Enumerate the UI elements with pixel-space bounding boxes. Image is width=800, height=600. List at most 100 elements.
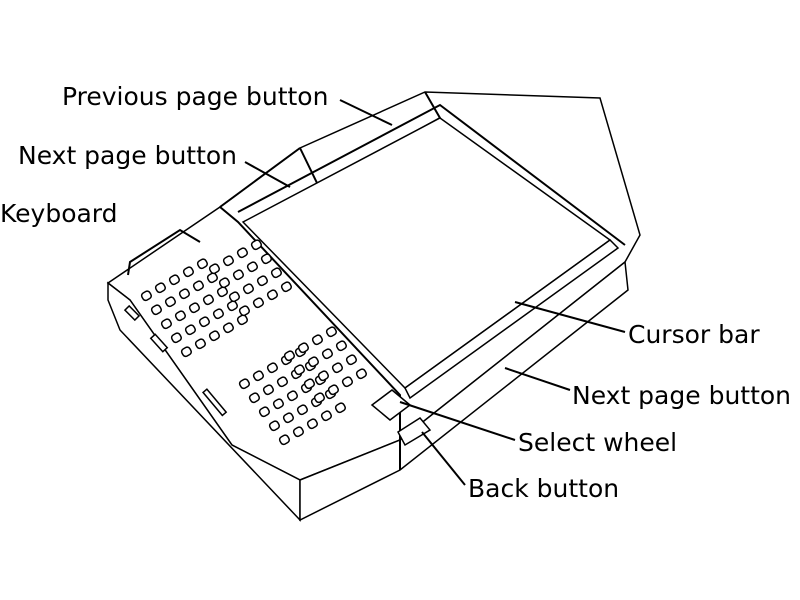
key [160, 318, 172, 330]
key [331, 362, 343, 374]
key [276, 376, 288, 388]
key [212, 308, 224, 320]
key [297, 342, 309, 354]
key [262, 384, 274, 396]
key [283, 350, 295, 362]
key [320, 410, 332, 422]
key [306, 418, 318, 430]
key [208, 263, 220, 275]
key [296, 404, 308, 416]
key [242, 283, 254, 295]
key [311, 334, 323, 346]
key [250, 239, 262, 251]
key [232, 269, 244, 281]
keyboard-bracket [127, 228, 201, 276]
label-next-page-button-left: Next page button [18, 141, 238, 170]
key [321, 348, 333, 360]
key [188, 302, 200, 314]
key [150, 304, 162, 316]
leader-lines [127, 99, 626, 486]
key [355, 368, 367, 380]
screen-bezel [237, 103, 626, 246]
key [236, 247, 248, 259]
label-keyboard: Keyboard [0, 199, 118, 228]
key [196, 258, 208, 270]
key [140, 290, 152, 302]
leader-cursor-bar [514, 301, 626, 333]
label-cursor-bar: Cursor bar [628, 320, 760, 349]
leader-back-button [421, 431, 466, 486]
key [238, 378, 250, 390]
label-next-page-button-right: Next page button [572, 381, 792, 410]
leader-next-page-left [244, 161, 291, 188]
key [248, 392, 260, 404]
key [206, 272, 218, 284]
key [282, 412, 294, 424]
label-select-wheel: Select wheel [518, 428, 678, 457]
leader-previous-page [339, 99, 393, 126]
keyboard-panel-edge [219, 206, 401, 440]
key [184, 324, 196, 336]
key [280, 281, 292, 293]
key [307, 356, 319, 368]
key [198, 316, 210, 328]
key [178, 288, 190, 300]
key [256, 275, 268, 287]
key [266, 289, 278, 301]
key [252, 297, 264, 309]
key [238, 305, 250, 317]
port [202, 388, 228, 417]
label-back-button: Back button [468, 474, 620, 503]
key [154, 282, 166, 294]
key [182, 266, 194, 278]
key [293, 364, 305, 376]
key [236, 314, 248, 326]
key [174, 310, 186, 322]
key [345, 354, 357, 366]
key [222, 322, 234, 334]
key [202, 294, 214, 306]
key [208, 330, 220, 342]
key [216, 286, 228, 298]
key [270, 267, 282, 279]
key [246, 261, 258, 273]
key [170, 332, 182, 344]
key [252, 370, 264, 382]
key [272, 398, 284, 410]
port [123, 304, 141, 322]
key [180, 346, 192, 358]
key [168, 274, 180, 286]
key [313, 392, 325, 404]
key [218, 277, 230, 289]
key [228, 291, 240, 303]
back-button-shape [397, 417, 432, 447]
key [194, 338, 206, 350]
keyboard-keys [140, 239, 367, 446]
key [341, 376, 353, 388]
key [260, 253, 272, 265]
key [325, 326, 337, 338]
key [334, 402, 346, 414]
key [164, 296, 176, 308]
key [258, 406, 270, 418]
key [268, 420, 280, 432]
key [226, 300, 238, 312]
key [335, 340, 347, 352]
key [327, 384, 339, 396]
leader-select-wheel [399, 401, 516, 441]
port [149, 333, 169, 353]
edge [219, 147, 301, 208]
label-previous-page-button: Previous page button [62, 82, 329, 111]
key [192, 280, 204, 292]
device-body [106, 91, 641, 522]
cursor-bar [404, 239, 620, 400]
key [286, 390, 298, 402]
key [266, 362, 278, 374]
key [292, 426, 304, 438]
key [278, 434, 290, 446]
key [222, 255, 234, 267]
leader-next-page-right [504, 367, 571, 391]
key [303, 378, 315, 390]
